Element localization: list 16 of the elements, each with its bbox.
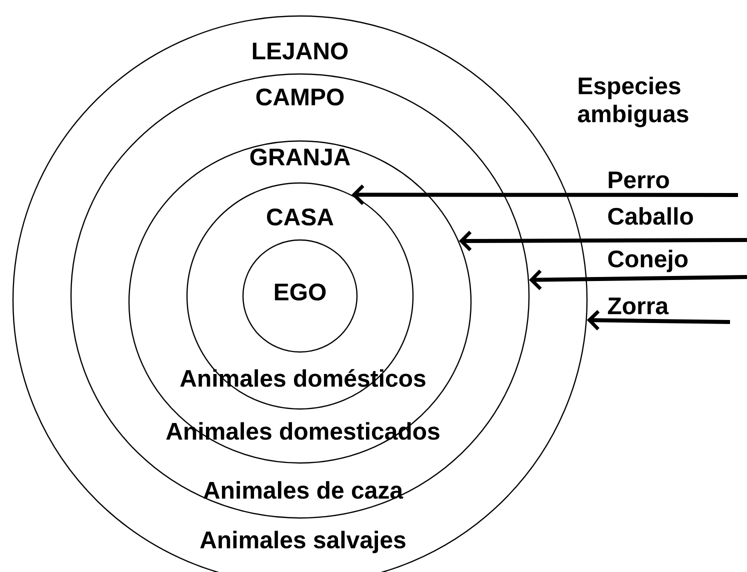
zone-name: EGO xyxy=(274,284,326,300)
arrow xyxy=(458,230,747,252)
heading-text: Especies ambiguas xyxy=(578,76,688,128)
zone-caption: Animales de caza xyxy=(204,481,404,499)
zone-name: GRANJA xyxy=(250,148,350,166)
arrow xyxy=(529,270,747,290)
edge-label: Zorra xyxy=(608,298,669,314)
zone-name: CASA xyxy=(267,208,334,226)
zone-name: CAMPO xyxy=(256,88,344,106)
edge-label: Conejo xyxy=(608,250,688,272)
edge-label: Perro xyxy=(608,172,669,188)
arrow xyxy=(586,310,730,330)
zone-caption: Animales salvajes xyxy=(200,530,406,554)
edge-label: Caballo xyxy=(608,207,693,225)
arrow xyxy=(352,184,738,206)
zone-name: LEJANO xyxy=(252,42,348,60)
